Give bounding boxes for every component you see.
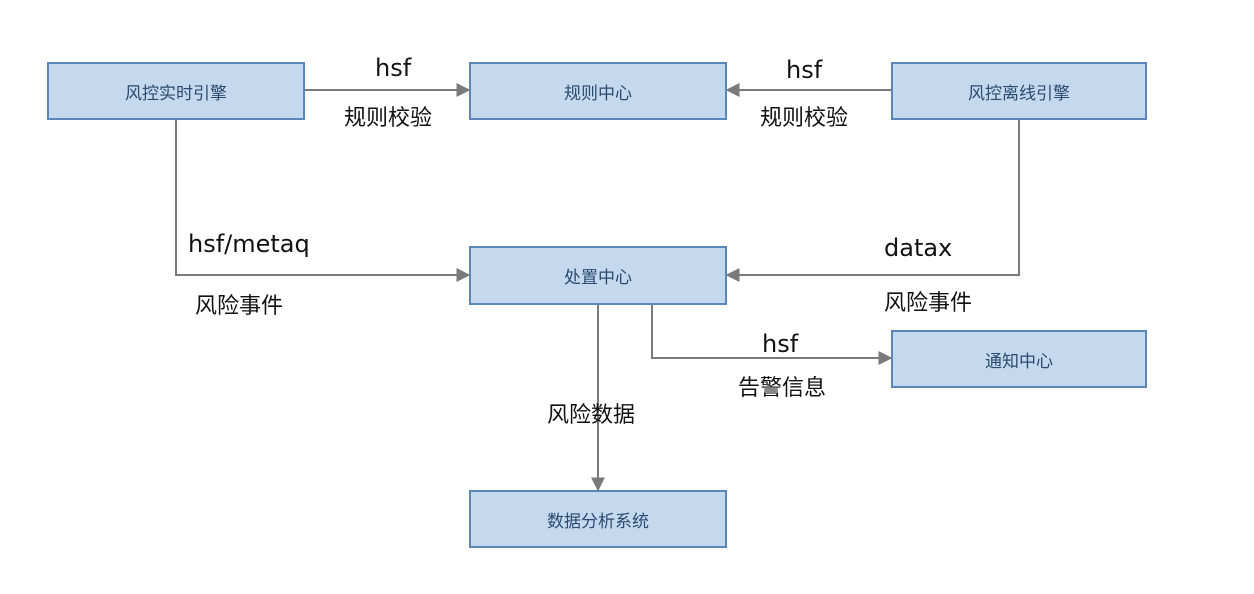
edge-label-protocol: hsf/metaq [188, 230, 310, 258]
edge-label-text: 规则校验 [760, 106, 849, 131]
edge-label-text: 风险事件 [195, 294, 284, 319]
node-label: 通知中心 [985, 351, 1053, 372]
edge-label-text: 告警信息 [738, 376, 827, 401]
edge-label-text: 风险事件 [884, 291, 973, 316]
edge-label-protocol: hsf [786, 56, 823, 84]
edge-offline-to-disposal [725, 119, 1020, 282]
edge-label-text: 规则校验 [344, 106, 433, 131]
edge-label-protocol: hsf [375, 54, 412, 82]
node-label: 数据分析系统 [547, 511, 649, 532]
node-rule-center: 规则中心 [469, 62, 727, 120]
edge-label-protocol: datax [884, 234, 953, 262]
node-label: 风控离线引擎 [968, 83, 1070, 104]
node-realtime-engine: 风控实时引擎 [47, 62, 305, 120]
node-label: 处置中心 [564, 268, 632, 288]
node-offline-engine: 风控离线引擎 [891, 62, 1147, 120]
node-disposal-center: 处置中心 [469, 246, 727, 305]
node-analysis-system: 数据分析系统 [469, 490, 727, 548]
edge-realtime-to-disposal [175, 119, 471, 282]
node-notify-center: 通知中心 [891, 330, 1147, 388]
edge-disposal-to-notify [651, 304, 893, 365]
node-label: 规则中心 [564, 83, 632, 104]
edge-label-protocol: hsf [762, 330, 799, 358]
edge-label-text: 风险数据 [547, 403, 636, 428]
node-label: 风控实时引擎 [125, 83, 227, 104]
